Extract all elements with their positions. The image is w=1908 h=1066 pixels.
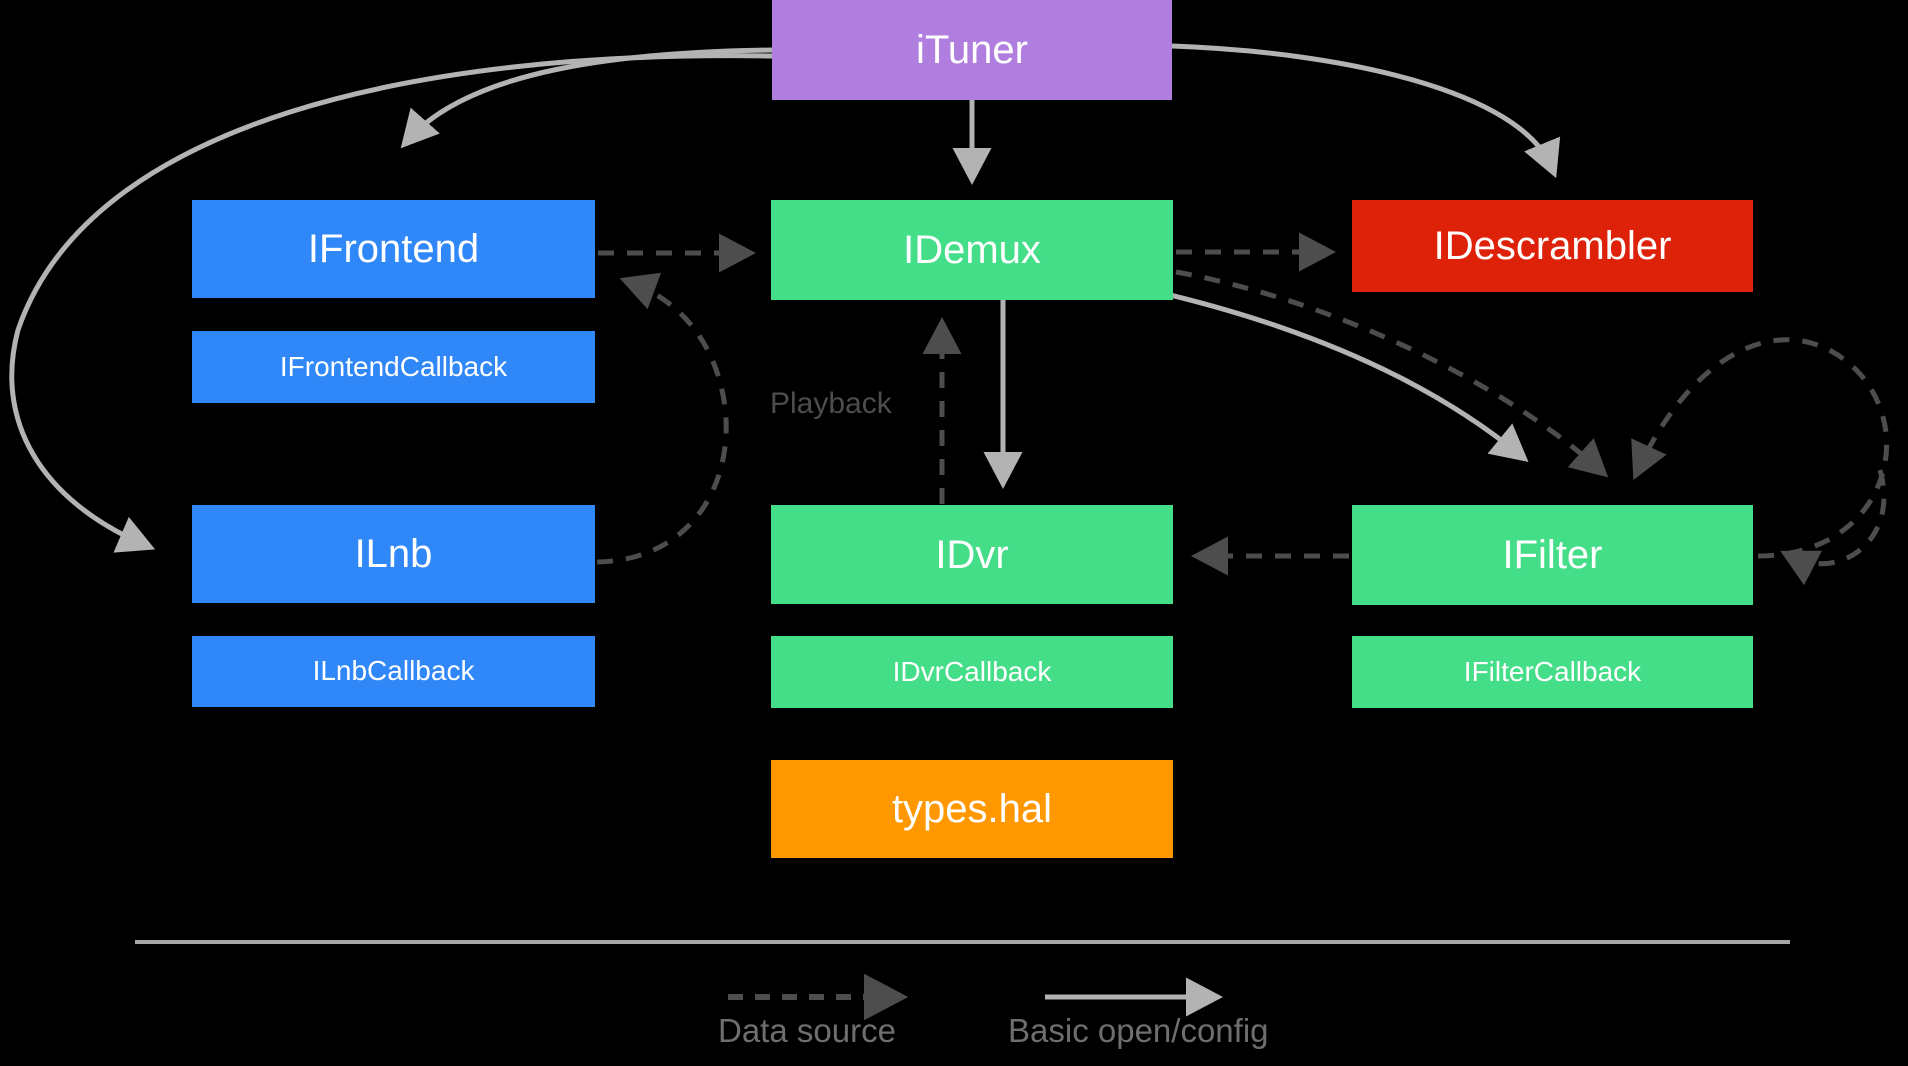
node-label: ILnb [354, 532, 433, 576]
node-label: IFilterCallback [1463, 655, 1642, 687]
node-idvrcallback[interactable]: IDvrCallback [771, 636, 1173, 708]
node-label: IDescrambler [1433, 224, 1672, 268]
node-ifilter[interactable]: IFilter [1352, 505, 1753, 605]
node-ifrontendcallback[interactable]: IFrontendCallback [192, 331, 595, 403]
edge-ituner-ifrontend [400, 47, 773, 149]
node-ituner[interactable]: iTuner [772, 0, 1172, 100]
node-idescrambler[interactable]: IDescrambler [1352, 200, 1753, 292]
edge-ituner-ilnb [9, 53, 773, 553]
node-label: IFrontend [307, 227, 480, 271]
node-idemux[interactable]: IDemux [771, 200, 1173, 300]
playback-edge-label: Playback [770, 387, 892, 420]
node-ifrontend[interactable]: IFrontend [192, 200, 595, 298]
node-types-hal[interactable]: types.hal [771, 760, 1173, 858]
edge-idemux-ifilter-dashed [1175, 269, 1609, 478]
node-label: types.hal [891, 787, 1053, 831]
node-label: IFrontendCallback [279, 350, 508, 382]
node-ilnb[interactable]: ILnb [192, 505, 595, 603]
node-label: iTuner [916, 28, 1028, 72]
legend-label-basic-open-config: Basic open/config [1008, 1012, 1269, 1049]
node-label: IDemux [903, 228, 1041, 272]
edge-ilnb-ifrontend [596, 272, 729, 565]
legend-label-data-source: Data source [718, 1012, 896, 1049]
node-ilnbcallback[interactable]: ILnbCallback [192, 636, 595, 707]
node-idvr[interactable]: IDvr [771, 505, 1173, 604]
edge-ituner-idescrambler [1171, 43, 1561, 179]
node-label: IDvr [935, 532, 1009, 577]
edge-ifilter-self-loop-return [1780, 469, 1887, 586]
node-label: ILnbCallback [312, 655, 475, 687]
node-label: IFilter [1502, 533, 1603, 577]
node-label: IDvrCallback [892, 655, 1052, 687]
node-ifiltercallback[interactable]: IFilterCallback [1352, 636, 1753, 708]
